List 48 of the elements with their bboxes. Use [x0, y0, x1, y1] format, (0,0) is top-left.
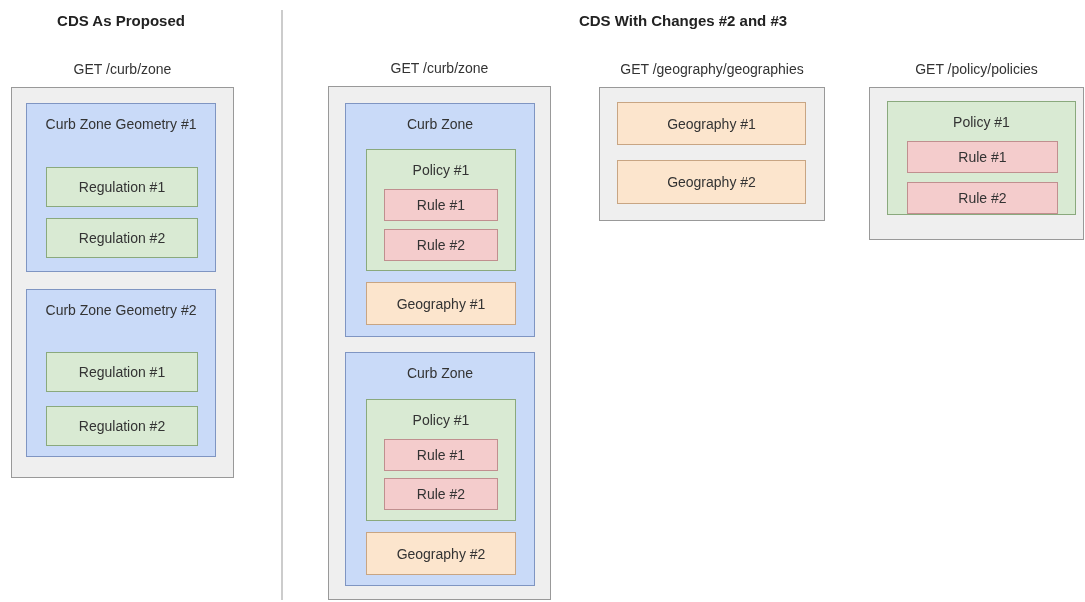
endpoint-label: GET /geography/geographies — [619, 61, 805, 78]
rule-card — [384, 229, 498, 261]
policy-card — [366, 399, 516, 521]
card-label: Regulation #1 — [77, 178, 167, 196]
policy-card — [887, 101, 1076, 215]
card-label: Policy #1 — [411, 162, 471, 179]
card-label: Regulation #1 — [77, 363, 167, 381]
rule-card — [907, 182, 1058, 214]
endpoint-label: GET /policy/policies — [914, 61, 1039, 78]
card-label: Regulation #2 — [77, 229, 167, 247]
policy-card — [366, 149, 516, 271]
curb-zone-card — [345, 103, 535, 337]
card-label: Curb Zone — [405, 365, 475, 382]
rule-card — [384, 189, 498, 221]
geography-card — [366, 282, 516, 325]
section-title: CDS As Proposed — [56, 12, 186, 29]
card-label: Curb Zone — [405, 116, 475, 133]
card-label: Regulation #2 — [77, 417, 167, 435]
geography-card — [617, 102, 806, 145]
card-label: Rule #1 — [957, 148, 1008, 166]
card-label: Policy #1 — [952, 114, 1011, 131]
endpoint-label: GET /curb/zone — [72, 61, 173, 78]
card-label: Geography #2 — [666, 173, 757, 191]
geography-card — [366, 532, 516, 575]
curb-zone-card — [345, 352, 535, 586]
card-label: Curb Zone Geometry #2 — [44, 302, 198, 319]
rule-card — [907, 141, 1058, 173]
card-label: Geography #1 — [666, 115, 757, 132]
section-title: CDS With Changes #2 and #3 — [577, 12, 789, 29]
regulation-card — [46, 167, 198, 207]
card-label: Rule #2 — [415, 485, 467, 503]
card-label: Curb Zone Geometry #1 — [44, 116, 198, 133]
regulation-card — [46, 218, 198, 258]
rule-card — [384, 478, 498, 510]
curb-zone-card — [26, 289, 216, 457]
card-label: Geography #2 — [395, 545, 487, 562]
card-label: Rule #1 — [415, 446, 467, 464]
regulation-card — [46, 352, 198, 392]
card-label: Geography #1 — [395, 295, 487, 312]
card-label: Policy #1 — [411, 412, 471, 429]
card-label: Rule #2 — [415, 236, 467, 254]
geography-card — [617, 160, 806, 204]
rule-card — [384, 439, 498, 471]
card-label: Rule #2 — [957, 189, 1008, 207]
curb-zone-card — [26, 103, 216, 272]
endpoint-label: GET /curb/zone — [389, 60, 490, 77]
regulation-card — [46, 406, 198, 446]
card-label: Rule #1 — [415, 196, 467, 214]
